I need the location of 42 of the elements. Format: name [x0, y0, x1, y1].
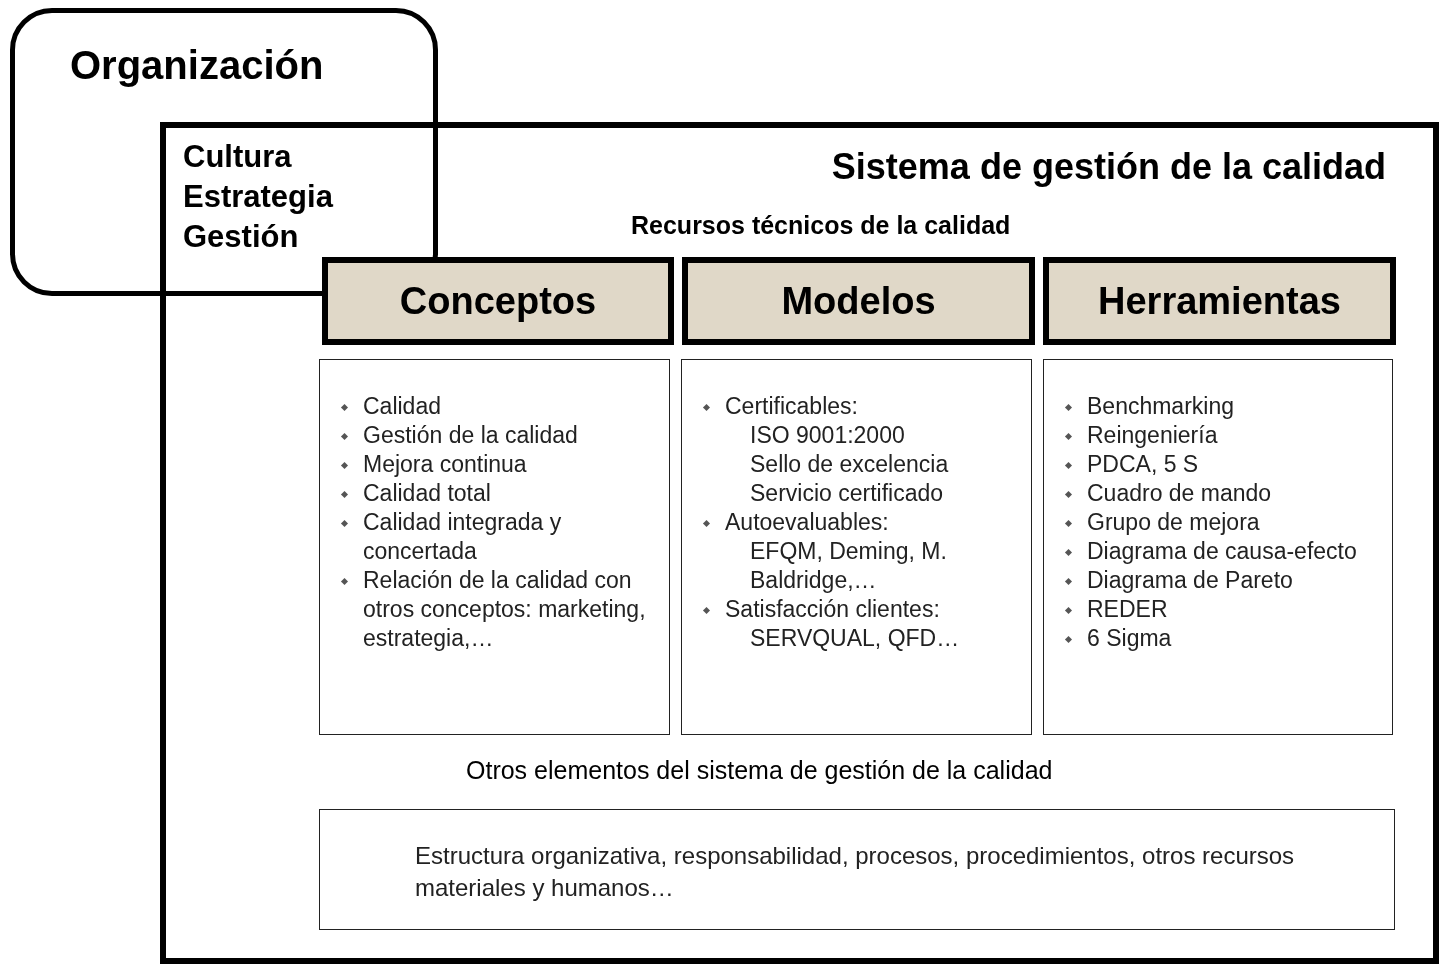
header-box — [1043, 257, 1396, 345]
list-item: Reingeniería — [1062, 421, 1382, 450]
list-item: ISO 9001:2000 — [749, 421, 906, 450]
list-item: Autoevaluables: — [700, 508, 1021, 537]
header-box — [322, 257, 674, 345]
list-item: PDCA, 5 S — [1062, 450, 1382, 479]
header-box — [682, 257, 1035, 345]
list-item: Benchmarking — [1062, 392, 1382, 421]
list-item: EFQM, Deming, M. Baldridge,… — [749, 537, 948, 595]
list-box — [319, 359, 670, 735]
list-item: Mejora continua — [338, 450, 659, 479]
list-item: Gestión de la calidad — [338, 421, 659, 450]
list-item: REDER — [1062, 595, 1382, 624]
list-item: Sello de excelencia — [749, 450, 950, 479]
list-item: Diagrama de Pareto — [1062, 566, 1382, 595]
header-text: Modelos — [781, 279, 936, 323]
section-heading: Otros elementos del sistema de gestión de la calidad — [466, 756, 1054, 785]
header-text: Herramientas — [1098, 279, 1341, 323]
list-box — [1043, 359, 1393, 735]
list-item: Relación de la calidad con otros conceptos: marketing, estrategia,… — [338, 566, 659, 653]
system-frame — [160, 122, 1439, 964]
list-label: Estrategia — [183, 178, 333, 216]
list-item: Servicio certificado — [749, 479, 945, 508]
list-item: SERVQUAL, QFD… — [749, 624, 961, 653]
list-item: Calidad — [338, 392, 659, 421]
list-item: Cuadro de mando — [1062, 479, 1382, 508]
list-label: Gestión — [183, 218, 299, 256]
list-item: 6 Sigma — [1062, 624, 1382, 653]
section-heading: Recursos técnicos de la calidad — [631, 211, 1012, 240]
list-item: Grupo de mejora — [1062, 508, 1382, 537]
list-item: Satisfacción clientes: — [700, 595, 1021, 624]
list-item: Calidad total — [338, 479, 659, 508]
header-text: Conceptos — [399, 279, 597, 323]
text-box — [319, 809, 1395, 930]
list-box — [681, 359, 1032, 735]
frame-title: Sistema de gestión de la calidad — [830, 146, 1386, 188]
frame-title: Organización — [70, 43, 324, 88]
paragraph: Estructura organizativa, responsabilidad, procesos, procedimientos, otros recursos materiales y humanos… — [415, 841, 1296, 903]
list-label: Cultura — [183, 138, 292, 176]
list-item: Calidad integrada y concertada — [338, 508, 659, 566]
list-item: Diagrama de causa-efecto — [1062, 537, 1382, 566]
list-item: Certificables: — [700, 392, 1021, 421]
